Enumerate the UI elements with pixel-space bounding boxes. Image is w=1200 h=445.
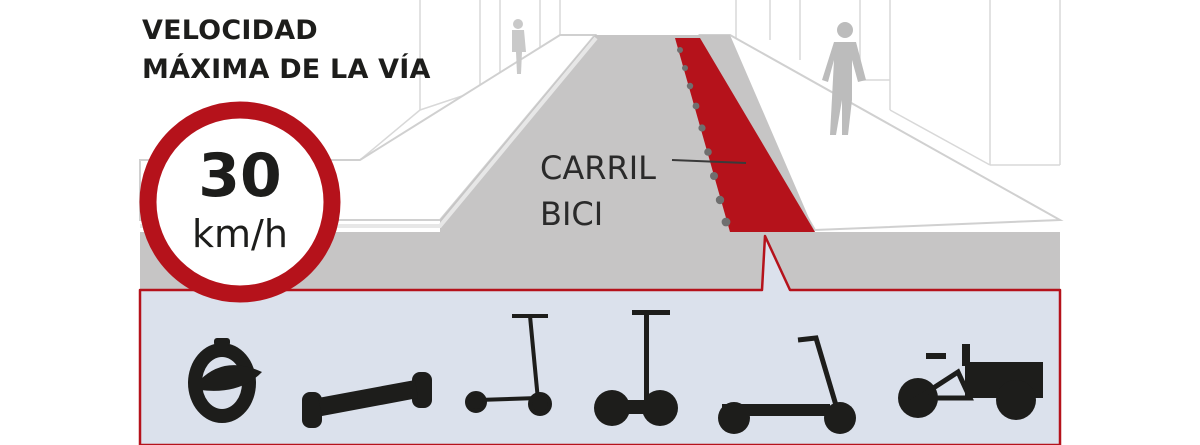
speed-limit-sign [139,101,341,303]
lane-leader-line [671,159,747,164]
cargo-bike-icon [898,344,1043,420]
bike-lane [675,38,815,232]
hoverboard-icon [302,372,432,428]
title-line-2: MÁXIMA DE LA VÍA [142,54,431,85]
monowheel-icon [188,338,262,423]
pedestrian-right [822,22,866,135]
kick-scooter-icon [465,314,552,416]
speed-limit-unit: km/h [192,212,288,256]
buildings [150,0,1061,166]
speed-limit-value: 30 [198,141,282,211]
road-surface [140,35,1060,290]
bike-lane-label-line-1: CARRIL [540,149,656,187]
segway-icon [594,310,678,426]
bike-lane-label-line-2: BICI [540,195,604,233]
electric-scooter-icon [718,335,856,434]
lane-bollards [677,47,731,227]
title-line-1: VELOCIDAD [142,15,318,46]
pedestrian-left [512,19,526,74]
